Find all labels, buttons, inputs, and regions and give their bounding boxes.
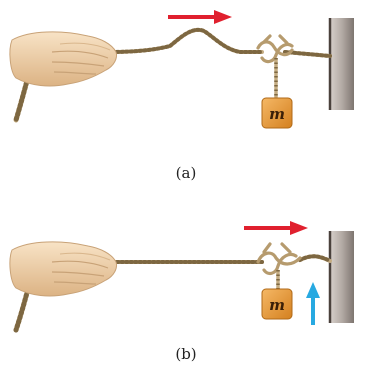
panel-label-a: (a) <box>176 164 197 182</box>
pulse-arrow-b <box>244 221 308 235</box>
mass-block-a: m <box>261 97 293 129</box>
pulse-arrow-a <box>168 10 232 24</box>
wall-icon <box>328 231 354 323</box>
knot-b <box>256 242 302 276</box>
mass-label-a: m <box>269 105 285 123</box>
knot-a <box>256 34 294 64</box>
hand-icon <box>9 31 117 87</box>
wall-icon <box>328 18 354 110</box>
panel-b: m (b) <box>9 221 354 363</box>
arrow-up-icon <box>306 282 320 325</box>
panel-label-b: (b) <box>175 345 196 363</box>
hand-icon <box>9 241 117 297</box>
mass-block-b: m <box>261 288 293 320</box>
mass-label-b: m <box>269 296 285 314</box>
panel-a: m (a) <box>9 10 354 182</box>
